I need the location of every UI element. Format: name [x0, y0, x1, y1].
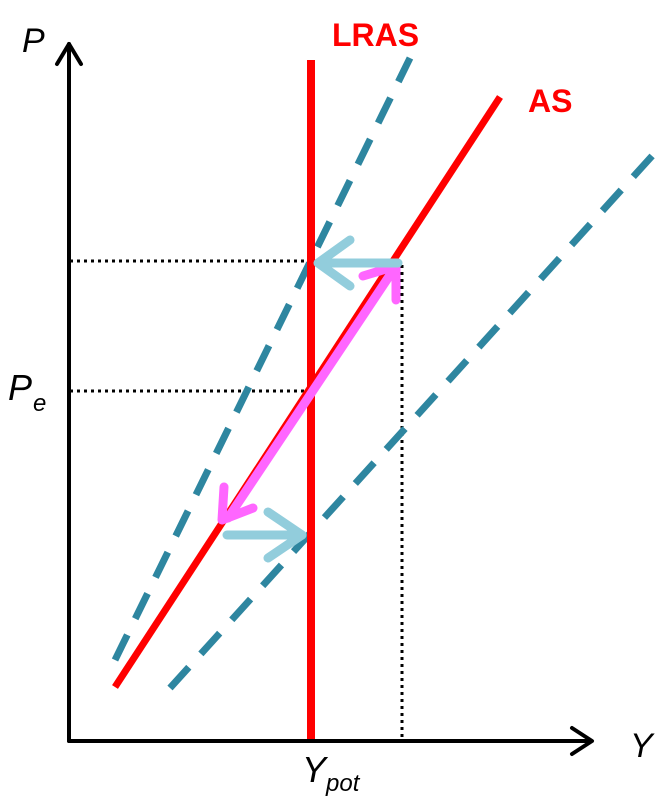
ypot-label: Ypot: [302, 749, 361, 797]
shift-right-arrow-icon: [222, 507, 307, 563]
lras-label: LRAS: [332, 17, 419, 53]
ypot-label-main: Y: [302, 749, 329, 790]
pe-label-main: P: [8, 367, 32, 408]
as-label: AS: [528, 83, 572, 119]
x-axis-arrow-icon: [570, 726, 594, 756]
as-shifted-right-curve: [167, 142, 662, 691]
shift-arrows: [222, 235, 403, 563]
x-axis-label: Y: [630, 727, 655, 765]
pe-label: Pe: [8, 367, 46, 417]
shifted-as-curves: [111, 56, 662, 691]
as-shifted-left-curve: [111, 56, 414, 662]
shift-left-arrow-icon: [313, 235, 403, 291]
ypot-label-sub: pot: [325, 770, 361, 797]
y-axis-arrow-icon: [55, 42, 83, 66]
y-axis-label: P: [22, 22, 45, 60]
axes: [55, 42, 594, 756]
pe-label-sub: e: [33, 390, 46, 417]
